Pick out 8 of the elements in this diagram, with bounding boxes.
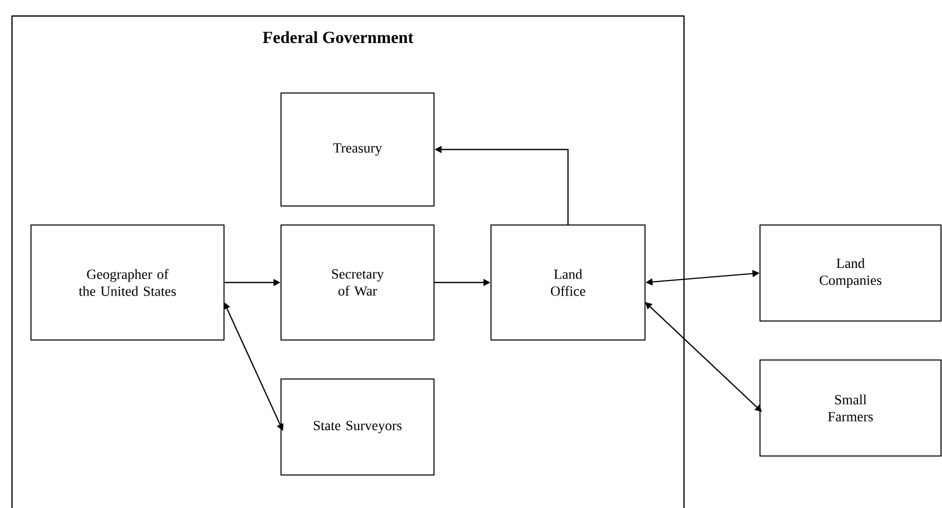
box: Geographer of the United States [30, 224, 224, 340]
box: Land Office [490, 224, 646, 340]
arrow [645, 302, 762, 412]
box: Small Farmers [760, 359, 942, 456]
box: State Surveyors [280, 378, 434, 476]
box: Secretary of War [280, 224, 434, 340]
box: Land Companies [760, 224, 942, 322]
box: Treasury [280, 92, 434, 206]
